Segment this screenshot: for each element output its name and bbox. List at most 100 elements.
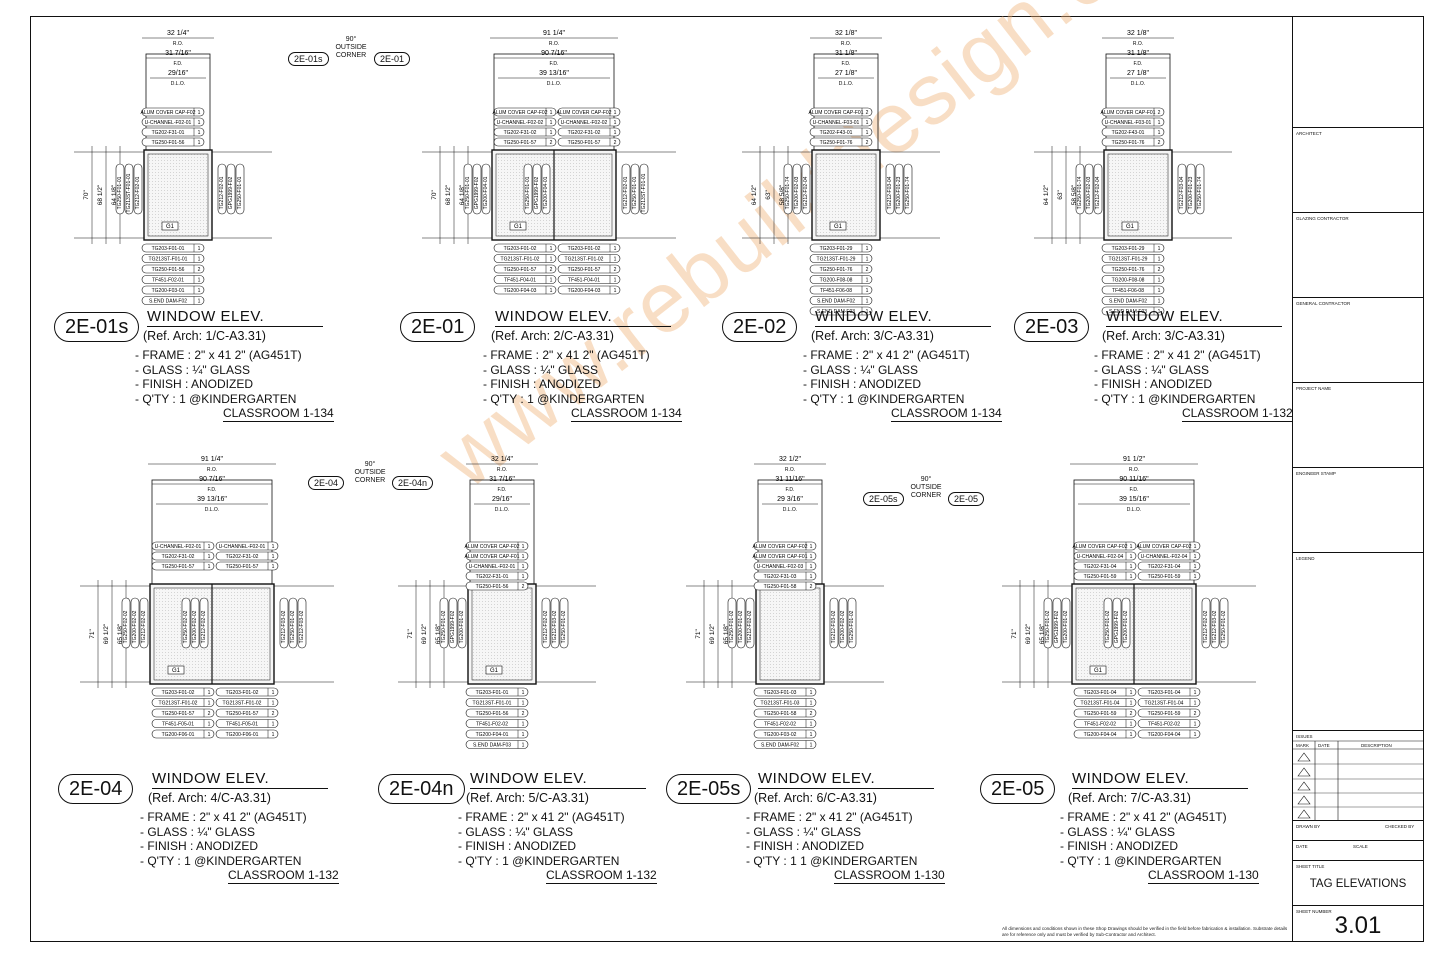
svg-text:U-CHANNEL-F02-02: U-CHANNEL-F02-02 [561, 120, 608, 126]
svg-text:1: 1 [208, 554, 211, 560]
svg-text:1: 1 [1158, 309, 1161, 315]
svg-text:GPG1999-F02: GPG1999-F02 [1054, 611, 1060, 644]
elevation-drawing: 91 1/4"R.O.90 7/16"F.D.39 13/16"D.L.O.71… [80, 456, 334, 739]
dim-width-1: 90 11/16" [1119, 476, 1149, 483]
elevation-2E-05s: 32 1/2"R.O.31 11/16"F.D.29 3/16"D.L.O.71… [664, 444, 1004, 884]
svg-text:TG213ST-F01-29: TG213ST-F01-29 [817, 257, 856, 263]
dim-width-1: 31 7/16" [489, 476, 515, 483]
svg-text:ALUM COVER CAP-F01: ALUM COVER CAP-F01 [752, 554, 807, 560]
svg-text:ALUM COVER CAP-F02: ALUM COVER CAP-F02 [140, 110, 195, 116]
spec-glass: - GLASS : ¼" GLASS [135, 362, 250, 377]
svg-text:TG250-F01-56: TG250-F01-56 [476, 711, 509, 717]
svg-text:1: 1 [1158, 120, 1161, 126]
svg-text:TG250-F01-74: TG250-F01-74 [1077, 176, 1083, 209]
svg-text:D.L.O.: D.L.O. [547, 81, 561, 87]
elevation-ref: (Ref. Arch: 3/C-A3.31) [811, 329, 934, 343]
svg-text:1: 1 [866, 278, 869, 284]
svg-text:R.O.: R.O. [173, 41, 183, 47]
svg-text:TG212-F02-04: TG212-F02-04 [1095, 176, 1101, 209]
svg-text:2: 2 [810, 711, 813, 717]
svg-text:TG250-F01-01: TG250-F01-01 [117, 176, 123, 209]
svg-text:ALUM COVER CAP-F02: ALUM COVER CAP-F02 [752, 544, 807, 550]
part-tag: TG212-F02-04 [1093, 163, 1103, 215]
svg-text:ALUM COVER CAP-F02: ALUM COVER CAP-F02 [1136, 544, 1191, 550]
spec-glass: - GLASS : ¼" GLASS [1060, 824, 1175, 839]
svg-text:TG212-F02-02: TG212-F02-02 [747, 610, 753, 643]
svg-text:TF451-F02-02: TF451-F02-02 [1084, 722, 1116, 728]
spec-frame: - FRAME : 2" x 41 2" (AG451T) [458, 810, 625, 824]
part-tag: TG212-F02-02 [745, 597, 755, 649]
glass-tag: G1 [1126, 224, 1135, 230]
svg-text:TG200-F02-02: TG200-F02-02 [192, 610, 198, 643]
part-tag: TG212-F03-02 [1210, 597, 1220, 649]
dim-width-0: 32 1/8" [835, 30, 857, 37]
svg-text:1: 1 [198, 299, 201, 305]
svg-text:TG250-F01-02: TG250-F01-02 [849, 610, 855, 643]
svg-text:S.END DAM-F03: S.END DAM-F03 [473, 743, 511, 749]
svg-text:TG250-F01-76: TG250-F01-76 [820, 267, 853, 273]
elevation-title: WINDOW ELEV. [470, 770, 646, 789]
elevation-2E-01: 91 1/4"R.O.90 7/16"F.D.39 13/16"D.L.O.70… [398, 18, 738, 458]
spec-frame: - FRAME : 2" x 41 2" (AG451T) [135, 348, 302, 362]
svg-text:U-CHANNEL-F02-01: U-CHANNEL-F02-01 [155, 544, 202, 550]
svg-text:1: 1 [198, 120, 201, 126]
dim-width-0: 91 1/2" [1123, 456, 1145, 463]
elevation-drawing: 32 1/2"R.O.31 11/16"F.D.29 3/16"D.L.O.71… [686, 456, 884, 749]
svg-text:U-CHANNEL-F03-01: U-CHANNEL-F03-01 [813, 120, 860, 126]
corner-label: 90° OUTSIDE CORNER [910, 476, 942, 499]
elevation-room: CLASSROOM 1-130 [834, 868, 945, 884]
svg-text:TG250-F01-57: TG250-F01-57 [162, 564, 195, 570]
svg-text:1: 1 [810, 564, 813, 570]
svg-text:1: 1 [272, 564, 275, 570]
part-tag: TG250-F01-02 [847, 597, 857, 649]
svg-text:TG200-F01-02: TG200-F01-02 [1063, 610, 1069, 643]
dim-width-2: 39 13/16" [197, 496, 227, 503]
svg-text:2: 2 [1158, 267, 1161, 273]
svg-text:1: 1 [866, 257, 869, 263]
svg-text:1: 1 [866, 246, 869, 252]
svg-text:D.L.O.: D.L.O. [1131, 81, 1145, 87]
elevation-2E-01s: 32 1/4"R.O.31 7/16"F.D.29/16"D.L.O.70"68… [52, 18, 392, 458]
dim-width-1: 90 7/16" [199, 476, 225, 483]
svg-text:D.L.O.: D.L.O. [783, 507, 797, 513]
part-tag: TG250-F01-01 [463, 163, 473, 215]
svg-text:1: 1 [198, 140, 201, 146]
svg-text:TG200-F03-02: TG200-F03-02 [764, 732, 797, 738]
svg-text:S.END DAM-F02: S.END DAM-F02 [817, 299, 855, 305]
part-tag: GPG1999-F02 [1112, 597, 1122, 649]
elevation-title: WINDOW ELEV. [147, 308, 323, 327]
spec-finish: - FINISH : ANODIZED [1060, 839, 1179, 853]
svg-text:1: 1 [614, 246, 617, 252]
svg-text:R.O.: R.O. [841, 41, 851, 47]
part-tag: TG213ST-F01-01 [124, 163, 134, 215]
dim-height-0: 70" [431, 190, 438, 200]
glass-tag: G1 [514, 224, 523, 230]
tb-sheet-title: SHEET TITLE TAG ELEVATIONS [1293, 860, 1423, 906]
svg-text:TG202-F31-02: TG202-F31-02 [162, 554, 195, 560]
svg-text:TG200-F04-03: TG200-F04-03 [504, 288, 537, 294]
elevation-tag: 2E-05s [666, 774, 752, 804]
glass-tag: G1 [172, 668, 181, 674]
elevation-tag: 2E-04n [378, 774, 465, 804]
corner-left-tag: 2E-05s [863, 492, 904, 506]
svg-text:GPG1999-F02: GPG1999-F02 [450, 611, 456, 644]
glass-tag: G1 [834, 224, 843, 230]
elevation-room: CLASSROOM 1-132 [1182, 406, 1293, 422]
part-tag: TG213ST-F01-29 1 [809, 254, 873, 263]
